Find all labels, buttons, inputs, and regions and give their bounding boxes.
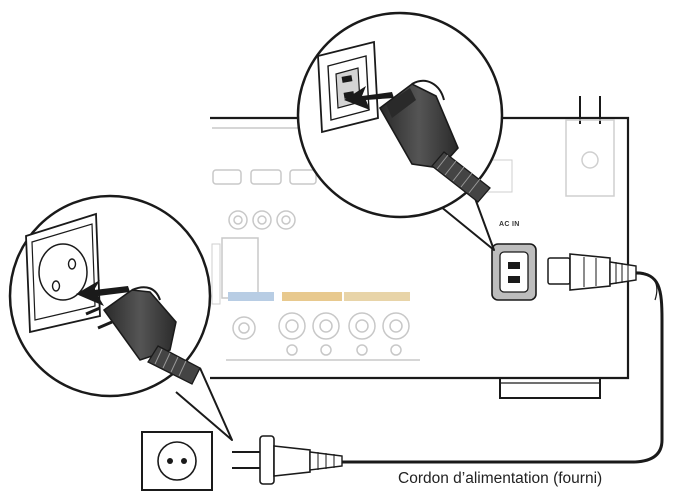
wall-outlet <box>141 431 213 491</box>
rear-bracket <box>565 96 615 197</box>
ac-in-socket <box>491 243 537 301</box>
zoom-bubble-ac-in <box>296 11 504 251</box>
power-cord-caption: Cordon d’alimentation (fourni) <box>398 470 603 487</box>
receiver-rear-panel <box>210 116 630 399</box>
wall-plug <box>232 435 343 485</box>
ac-in-plug <box>547 253 637 291</box>
zoom-bubble-wall <box>8 194 233 441</box>
power-cable <box>340 271 664 464</box>
ac-in-label: AC IN <box>499 221 520 228</box>
